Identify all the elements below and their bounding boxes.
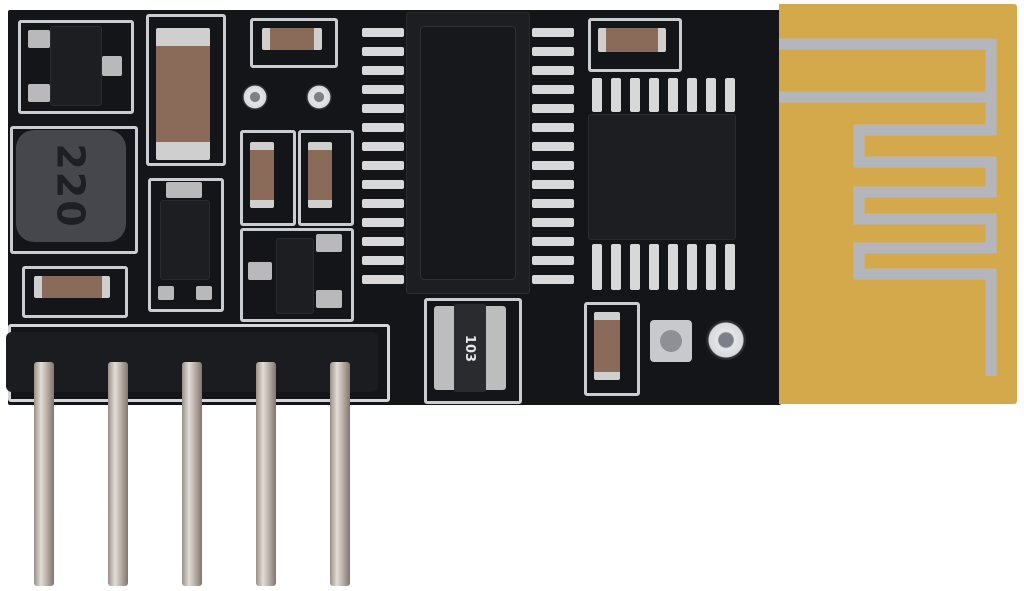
ic-lead: [687, 244, 697, 290]
ic-lead: [668, 244, 678, 290]
smd-capacitor: [262, 28, 322, 50]
meander-antenna-trace: [779, 38, 997, 376]
smd-pad: [316, 290, 342, 308]
smd-capacitor: [598, 28, 666, 52]
ic-lead: [362, 47, 404, 56]
resistor-marking: 103: [462, 334, 478, 362]
ic-lead: [532, 104, 574, 113]
header-pin-3: [182, 362, 202, 586]
smd-pad: [196, 286, 212, 300]
header-pin-2: [108, 362, 128, 586]
smd-capacitor: [594, 312, 620, 380]
power-inductor: 220: [16, 130, 126, 242]
ic-lead: [362, 237, 404, 246]
ic-lead: [532, 218, 574, 227]
ic-lead: [592, 78, 602, 112]
smd-capacitor: [34, 276, 110, 298]
ic-lead: [362, 256, 404, 265]
ic-lead: [532, 123, 574, 132]
silkscreen-outline: [18, 20, 134, 114]
silkscreen-outline: [146, 14, 226, 166]
ic-lead: [362, 275, 404, 284]
ic-lead: [649, 78, 659, 112]
smd-pad: [316, 234, 342, 252]
ic-lead: [362, 85, 404, 94]
ic-lead: [630, 78, 640, 112]
ic-lead: [362, 218, 404, 227]
ic-lead: [532, 47, 574, 56]
voltage-regulator: [160, 200, 210, 280]
header-pin-4: [256, 362, 276, 586]
silkscreen-outline: [250, 18, 338, 68]
silkscreen-outline: [240, 130, 296, 226]
silkscreen-outline: [22, 266, 128, 318]
ic-lead: [362, 180, 404, 189]
ic-lead: [532, 142, 574, 151]
ic-lead: [362, 66, 404, 75]
silkscreen-outline: [10, 126, 138, 254]
ic-lead: [592, 244, 602, 290]
ic-lead: [362, 199, 404, 208]
ic-lead: [532, 180, 574, 189]
via-hole-round: [706, 320, 746, 360]
ic-lead: [532, 85, 574, 94]
resistor-array: 103: [454, 304, 486, 392]
header-pin-5: [330, 362, 350, 586]
ic-lead: [362, 104, 404, 113]
silkscreen-outline: [424, 298, 522, 404]
smd-capacitor: [250, 142, 274, 208]
header-pin-1: [34, 362, 54, 586]
ic-lead: [668, 78, 678, 112]
smd-capacitor: [308, 142, 332, 208]
ic-lead: [706, 78, 716, 112]
ic-lead: [532, 28, 574, 37]
ic-lead: [532, 199, 574, 208]
pcb-antenna-substrate: [779, 4, 1017, 404]
ic-lead: [532, 161, 574, 170]
smd-pad: [248, 262, 272, 280]
silkscreen-outline: [240, 228, 354, 322]
via-hole: [242, 84, 268, 110]
via-hole: [306, 84, 332, 110]
smd-pad: [102, 56, 122, 76]
test-pad-square: [650, 320, 692, 362]
ic-lead: [532, 256, 574, 265]
ic-lead: [532, 66, 574, 75]
sot23-transistor: [276, 238, 314, 314]
ic-lead: [649, 244, 659, 290]
smd-pad: [166, 182, 202, 198]
inductor-marking: 220: [48, 143, 93, 229]
sot23-transistor: [50, 26, 102, 106]
tantalum-capacitor: [156, 28, 210, 160]
ic-lead: [362, 161, 404, 170]
ic-lead: [611, 78, 621, 112]
silkscreen-outline: [588, 18, 682, 72]
ic-lead: [362, 142, 404, 151]
silkscreen-outline: [148, 178, 224, 312]
ic-lead: [362, 123, 404, 132]
silkscreen-outline: [298, 130, 354, 226]
smd-pad: [28, 30, 50, 48]
ic-lead: [532, 275, 574, 284]
ic-lead: [706, 244, 716, 290]
ic-lead: [725, 244, 735, 290]
ic-lead: [687, 78, 697, 112]
silkscreen-outline: [584, 302, 640, 396]
ic-lead: [532, 237, 574, 246]
secondary-ic: [588, 114, 736, 240]
ic-lead: [630, 244, 640, 290]
smd-pad: [158, 286, 174, 300]
smd-pad: [28, 84, 50, 102]
ic-lead: [362, 28, 404, 37]
ic-lead: [725, 78, 735, 112]
ic-lead: [611, 244, 621, 290]
main-transceiver-ic: [406, 12, 530, 294]
